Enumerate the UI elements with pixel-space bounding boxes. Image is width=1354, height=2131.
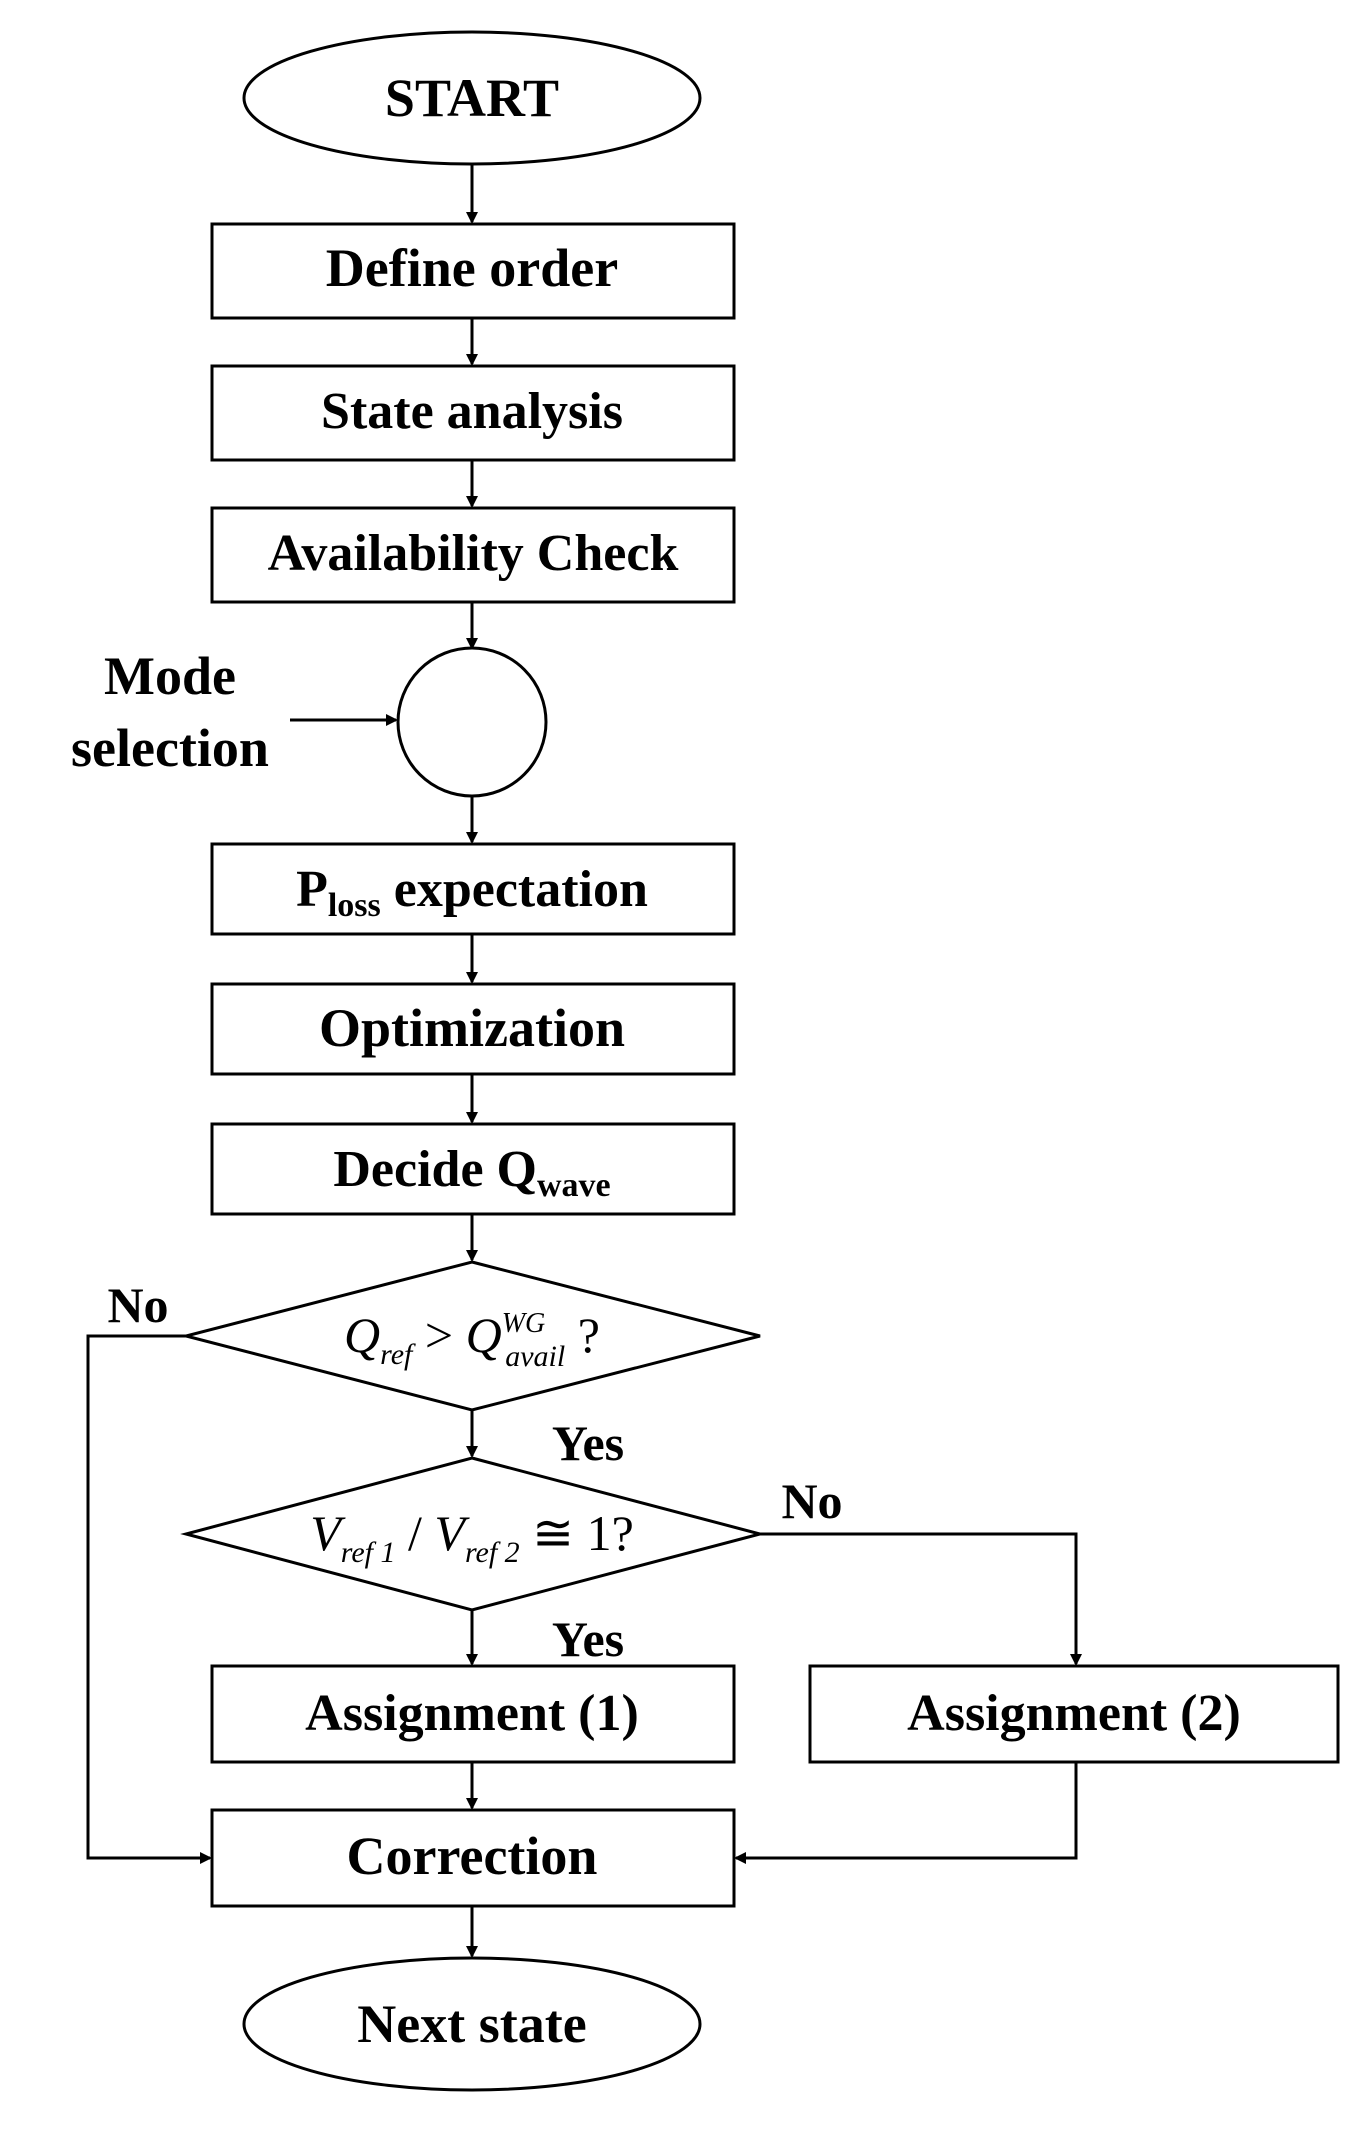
decide-sub: wave: [537, 1167, 611, 1204]
ploss-expectation-box: Ploss expectation: [210, 842, 736, 936]
mode-selection-label-line1: Mode: [104, 646, 236, 706]
arrow-decision2-no: [760, 1532, 1082, 1666]
assignment2-label: Assignment (2): [907, 1685, 1241, 1742]
ploss-sub: loss: [328, 887, 381, 924]
decision1-gt: >: [412, 1307, 465, 1363]
decide-qwave-label: Decide Qwave: [333, 1141, 610, 1204]
assignment1-box: Assignment (1): [210, 1664, 736, 1764]
next-state-label: Next state: [357, 1994, 586, 2054]
decision1-no-label: No: [107, 1277, 168, 1333]
ploss-main: P: [296, 861, 328, 918]
correction-box: Correction: [210, 1808, 736, 1908]
decision2-no-label: No: [781, 1473, 842, 1529]
optimization-label: Optimization: [319, 998, 625, 1058]
decision1-q-sub: ref: [380, 1338, 416, 1371]
next-state-terminal: Next state: [242, 1956, 702, 2092]
start-terminal: START: [242, 30, 702, 166]
decision1-tail: ?: [565, 1307, 600, 1363]
arrow-assignment2-correction: [734, 1762, 1078, 1864]
arrow-decision1-no: [86, 1334, 212, 1864]
correction-label: Correction: [347, 1826, 598, 1886]
optimization-box: Optimization: [210, 982, 736, 1076]
mode-selection-node: [396, 646, 548, 798]
decision2-v1: V: [310, 1505, 346, 1561]
availability-check-label: Availability Check: [268, 525, 679, 582]
ploss-expectation-label: Ploss expectation: [296, 861, 648, 924]
decision-vref-diamond: Vref 1 / Vref 2 ≅ 1?: [180, 1456, 766, 1612]
decision1-q2: Q: [466, 1307, 502, 1363]
define-order-box: Define order: [210, 222, 736, 320]
define-order-label: Define order: [326, 238, 618, 298]
state-analysis-label: State analysis: [321, 383, 623, 440]
decision-vref-label: Vref 1 / Vref 2 ≅ 1?: [310, 1505, 634, 1569]
decision2-v2-sub: ref 2: [465, 1536, 520, 1569]
decision1-yes-label: Yes: [552, 1415, 624, 1471]
mode-selection-label-line2: selection: [71, 718, 269, 778]
decision2-v2: V: [434, 1505, 470, 1561]
assignment1-label: Assignment (1): [305, 1685, 639, 1742]
availability-check-box: Availability Check: [210, 506, 736, 604]
decision2-yes-label: Yes: [552, 1611, 624, 1667]
decide-main: Decide Q: [333, 1141, 537, 1198]
decision1-q: Q: [344, 1307, 380, 1363]
state-analysis-box: State analysis: [210, 364, 736, 462]
decision1-q2-sub: avail: [505, 1340, 565, 1373]
decision2-tail: ≅ 1?: [520, 1505, 634, 1561]
decision2-slash: /: [396, 1505, 435, 1561]
start-label: START: [385, 68, 559, 128]
decide-qwave-box: Decide Qwave: [210, 1122, 736, 1216]
assignment2-box: Assignment (2): [808, 1664, 1340, 1764]
decision1-q2-sup: WG: [502, 1308, 546, 1339]
decision2-v1-sub: ref 1: [341, 1536, 396, 1569]
ploss-rest: expectation: [381, 861, 648, 918]
